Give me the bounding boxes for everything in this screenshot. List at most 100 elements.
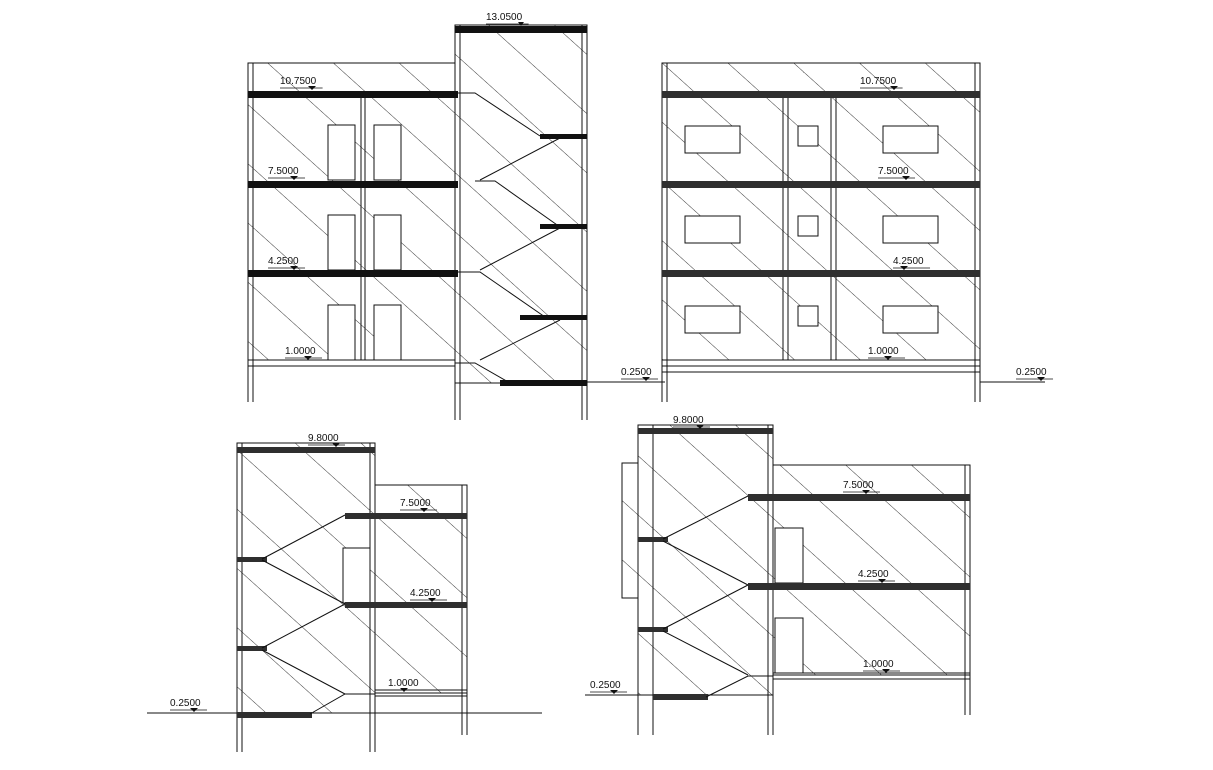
door-icon (327, 214, 356, 271)
window-icon (882, 305, 939, 334)
stair-flight (261, 514, 346, 560)
slab (237, 447, 375, 453)
stair-flight (705, 675, 773, 698)
door-icon (373, 214, 402, 271)
level-label: 0.2500 (1016, 367, 1047, 378)
section-4: 9.8000 7.5000 4.2500 1.0000 0.2500 (585, 415, 971, 735)
stair-landing (638, 537, 668, 542)
slab (662, 91, 980, 98)
stair-flight (455, 92, 541, 137)
stair-flight (475, 180, 561, 228)
slab (638, 428, 773, 434)
stair-flight (455, 271, 546, 318)
level-label: 4.2500 (268, 256, 299, 267)
stair-landing (237, 557, 267, 562)
slab (345, 513, 467, 519)
slab (748, 583, 970, 590)
slab (455, 26, 587, 33)
level-label: 7.5000 (268, 166, 299, 177)
stair-landing (520, 315, 587, 320)
door-icon (373, 304, 402, 361)
level-marker: 7.5000 (878, 166, 916, 180)
slab (653, 694, 708, 700)
level-marker: 1.0000 (285, 346, 323, 360)
level-marker: 0.2500 (590, 680, 628, 694)
window-icon (797, 125, 819, 147)
slab (662, 181, 980, 188)
level-label: 4.2500 (893, 256, 924, 267)
level-marker: 4.2500 (410, 588, 448, 602)
level-marker: 10.7500 (280, 76, 323, 90)
level-marker: 7.5000 (843, 480, 881, 494)
level-marker: 9.8000 (673, 415, 711, 429)
level-marker: 0.2500 (1016, 367, 1054, 381)
slab (248, 181, 458, 188)
stair-landing (237, 646, 267, 651)
slab (662, 270, 980, 277)
level-marker: 7.5000 (400, 498, 438, 512)
door-icon (373, 124, 402, 181)
window-icon (684, 215, 741, 244)
level-marker: 4.2500 (858, 569, 896, 583)
level-label: 1.0000 (388, 678, 419, 689)
level-label: 0.2500 (621, 367, 652, 378)
stair-landing (500, 380, 587, 386)
stair-landing (638, 627, 668, 632)
slab (748, 494, 970, 501)
level-label: 4.2500 (410, 588, 441, 599)
door-icon (342, 547, 371, 604)
section-4-side-wall (621, 462, 639, 599)
level-marker: 1.0000 (863, 659, 901, 673)
level-marker: 10.7500 (860, 76, 903, 90)
level-marker: 4.2500 (893, 256, 931, 270)
level-marker: 4.2500 (268, 256, 306, 270)
stair-flight (261, 603, 346, 649)
window-icon (684, 305, 741, 334)
level-label: 7.5000 (878, 166, 909, 177)
level-marker: 0.2500 (621, 367, 659, 381)
slab (345, 602, 467, 608)
section-1-stair-tower (454, 24, 588, 384)
stair-flight (662, 584, 749, 630)
level-marker: 1.0000 (388, 678, 426, 692)
level-label: 4.2500 (858, 569, 889, 580)
level-marker: 9.8000 (308, 433, 346, 447)
window-icon (684, 125, 741, 154)
section-2: 10.7500 7.5000 4.2500 1.0000 0.2500 0.25… (621, 62, 1054, 402)
level-label: 9.8000 (308, 433, 339, 444)
level-label: 7.5000 (843, 480, 874, 491)
level-label: 9.8000 (673, 415, 704, 426)
window-icon (797, 215, 819, 237)
door-icon (327, 124, 356, 181)
stair-landing (540, 224, 587, 229)
level-label: 0.2500 (170, 698, 201, 709)
level-label: 1.0000 (868, 346, 899, 357)
slab (248, 91, 458, 98)
stair-landing (540, 134, 587, 139)
section-1: 13.0500 10.7500 7.5000 4.2500 1.0000 (247, 12, 665, 420)
window-icon (882, 125, 939, 154)
level-marker: 13.0500 (486, 12, 529, 26)
door-icon (774, 617, 804, 674)
window-icon (882, 215, 939, 244)
level-label: 7.5000 (400, 498, 431, 509)
door-icon (327, 304, 356, 361)
level-marker: 1.0000 (868, 346, 906, 360)
level-marker: 0.2500 (170, 698, 208, 712)
stair-flight (455, 362, 511, 384)
level-label: 1.0000 (285, 346, 316, 357)
section-4-stair-tower (637, 424, 774, 696)
slab (248, 270, 458, 277)
level-label: 13.0500 (486, 12, 523, 23)
level-marker: 7.5000 (268, 166, 306, 180)
slab (237, 712, 312, 718)
level-label: 1.0000 (863, 659, 894, 670)
level-label: 0.2500 (590, 680, 621, 691)
level-label: 10.7500 (280, 76, 317, 87)
window-icon (797, 305, 819, 327)
level-label: 10.7500 (860, 76, 897, 87)
stair-flight (662, 495, 749, 540)
door-icon (774, 527, 804, 584)
section-3: 9.8000 7.5000 4.2500 1.0000 0.2500 (147, 433, 542, 752)
